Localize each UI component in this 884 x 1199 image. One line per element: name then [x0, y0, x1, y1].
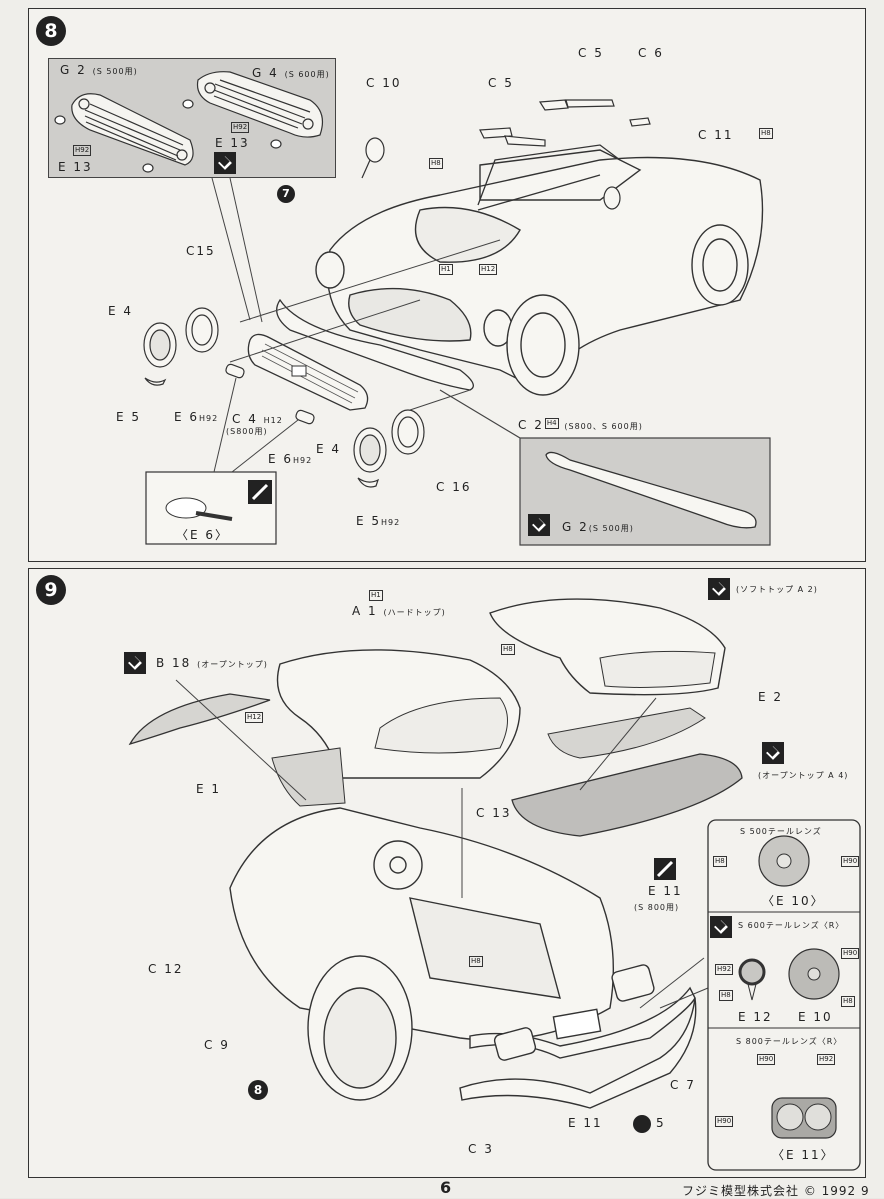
label-c10: C 10 [366, 76, 402, 90]
page-number: 6 [440, 1178, 452, 1197]
paint-mark-icon [214, 152, 236, 174]
label-e5-left: E 5 [116, 410, 142, 424]
label-h1-9: H1 [369, 590, 383, 601]
label-h12: H12 [479, 264, 498, 275]
s800-h92: H92 [817, 1054, 836, 1065]
label-e1: E 1 [196, 782, 222, 796]
step-8-number: 8 [36, 16, 66, 46]
label-b18: B 18 (オープントップ) [156, 656, 268, 670]
label-e13-left: E 13 [58, 160, 93, 174]
label-e2: E 2 [758, 690, 784, 704]
s800-h90b: H90 [715, 1116, 734, 1127]
label-e6-mid: E 6H92 [268, 452, 313, 466]
paint-mark-icon [762, 742, 784, 764]
label-e13-top: E 13 [215, 136, 250, 150]
label-h8-9a: H8 [501, 644, 515, 655]
label-softtop: (ソフトトップ A 2) [736, 585, 818, 594]
s500-tail-title: S 500テールレンズ [740, 827, 822, 836]
label-e6-inset: 〈E 6〉 [176, 528, 230, 542]
s800-part: 〈E 11〉 [772, 1148, 835, 1162]
step-9-number: 9 [36, 575, 66, 605]
label-h92-top: H92 [231, 122, 250, 133]
s600-h8: H8 [719, 990, 733, 1001]
label-e4-left: E 4 [108, 304, 134, 318]
label-g2-inset: G 2(S 500用) [562, 520, 634, 534]
label-e11-bottom: E 11 [568, 1116, 603, 1130]
label-c7: C 7 [670, 1078, 696, 1092]
label-e11-note: (S 800用) [634, 903, 680, 912]
label-h1: H1 [439, 264, 453, 275]
label-g2: G 2 (S 500用) [60, 63, 138, 77]
step-8-drawing [54, 71, 771, 546]
label-h12-9: H12 [245, 712, 264, 723]
label-c13: C 13 [476, 806, 512, 820]
paint-mark-icon [710, 916, 732, 938]
label-c5: C 5 [488, 76, 514, 90]
label-c5-top: C 5 [578, 46, 604, 60]
label-h92-left: H92 [73, 145, 92, 156]
label-c12: C 12 [148, 962, 184, 976]
label-c4: C 4 H12 [232, 412, 283, 426]
s500-h8: H8 [713, 856, 727, 867]
label-h8-left: H8 [429, 158, 443, 169]
label-h8-right: H8 [759, 128, 773, 139]
paint-mark-icon [124, 652, 146, 674]
paint-mark-icon [708, 578, 730, 600]
publisher-footer: フジミ模型株式会社 © 1992 9 [682, 1184, 870, 1198]
label-opentop-a4: (オープントップ A 4) [758, 771, 849, 780]
label-c3: C 3 [468, 1142, 494, 1156]
s500-h90: H90 [841, 856, 860, 867]
s600-h8b: H8 [841, 996, 855, 1007]
label-a1: A 1 (ハードトップ) [352, 604, 446, 618]
step-9-drawing [128, 598, 861, 1171]
label-c11: C 11 [698, 128, 734, 142]
s500-part: 〈E 10〉 [762, 894, 825, 908]
s600-tail-title: S 600テールレンズ〈R〉 [738, 921, 845, 930]
label-c15: C15 [186, 244, 216, 258]
label-ref-5: 5 [656, 1116, 666, 1130]
label-c16: C 16 [436, 480, 472, 494]
label-e6-left: E 6H92 [174, 410, 219, 424]
label-s800: (S800用) [226, 427, 268, 436]
s800-tail-title: S 800テールレンズ〈R〉 [736, 1037, 843, 1046]
ref-step-8: 8 [248, 1080, 268, 1100]
s600-h92: H92 [715, 964, 734, 975]
s600-h90: H90 [841, 948, 860, 959]
label-g4: G 4 (S 600用) [252, 66, 330, 80]
s800-h90a: H90 [757, 1054, 776, 1065]
label-e5-bottom: E 5H92 [356, 514, 401, 528]
label-c6: C 6 [638, 46, 664, 60]
ref-step-7: 7 [277, 185, 295, 203]
s600-e12: E 12 [738, 1010, 773, 1024]
label-h8-9b: H8 [469, 956, 483, 967]
paint-mark-icon [528, 514, 550, 536]
label-c9: C 9 [204, 1038, 230, 1052]
s600-e10: E 10 [798, 1010, 833, 1024]
label-e11: E 11 [648, 884, 683, 898]
label-e4-mid: E 4 [316, 442, 342, 456]
